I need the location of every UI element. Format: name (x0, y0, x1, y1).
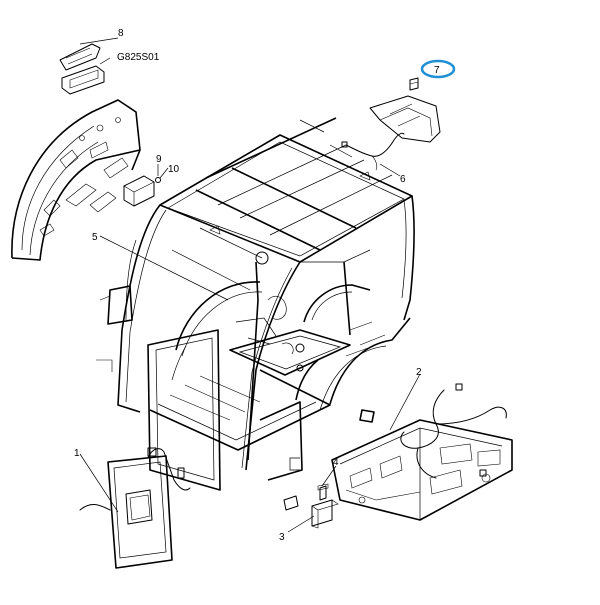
lower-harness (400, 383, 507, 479)
callout-5[interactable]: 5 (92, 232, 98, 243)
roof-console (369, 77, 441, 143)
callout-6[interactable]: 6 (400, 174, 406, 185)
screw (317, 483, 329, 501)
mounting-bracket (283, 495, 339, 529)
callout-4[interactable]: 4 (333, 457, 339, 468)
fender-panel (11, 99, 141, 261)
drawing-code: G825S01 (117, 52, 160, 63)
lamp-unit (59, 43, 105, 95)
control-module (123, 175, 161, 207)
callout-10[interactable]: 10 (168, 164, 180, 175)
callouts: 8 G825S01 9 10 5 6 2 1 4 3 7 (74, 28, 456, 543)
floor-base (331, 419, 513, 521)
callout-7[interactable]: 7 (434, 65, 440, 76)
callout-2[interactable]: 2 (416, 367, 422, 378)
highlight-ring (420, 59, 456, 79)
cab-frame (96, 117, 415, 491)
wiring-board (79, 447, 191, 569)
leader-lines (79, 37, 421, 533)
callout-8[interactable]: 8 (118, 28, 124, 39)
roof-harness (341, 132, 405, 171)
callout-9[interactable]: 9 (156, 154, 162, 165)
callout-3[interactable]: 3 (279, 532, 285, 543)
callout-1[interactable]: 1 (74, 448, 80, 459)
